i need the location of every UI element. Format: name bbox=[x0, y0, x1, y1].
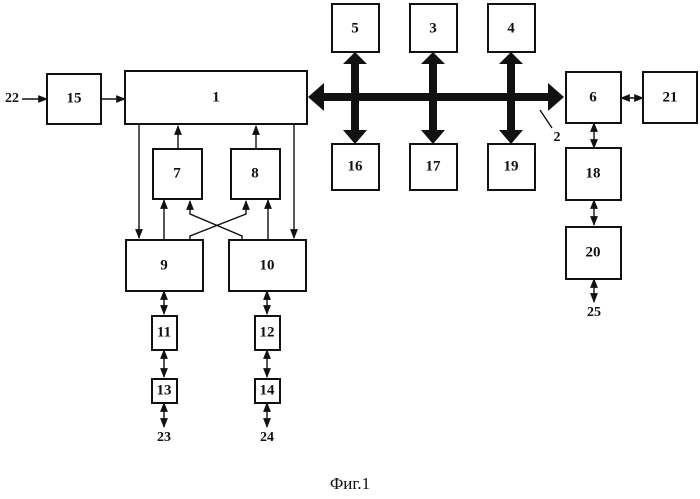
terminal-22: 22 bbox=[5, 91, 19, 106]
block-7-label: 7 bbox=[173, 165, 181, 181]
block-19-label: 19 bbox=[504, 158, 519, 174]
block-17-label: 17 bbox=[426, 158, 442, 174]
block-10-label: 10 bbox=[260, 257, 275, 273]
block-14-label: 14 bbox=[260, 382, 276, 398]
block-18-label: 18 bbox=[586, 165, 601, 181]
terminal-24: 24 bbox=[260, 430, 274, 445]
block-4-label: 4 bbox=[507, 20, 515, 36]
block-6-label: 6 bbox=[589, 89, 597, 105]
block-diagram: 15 1 7 8 9 10 11 12 13 14 5 3 4 16 17 19 bbox=[0, 0, 700, 470]
block-15-label: 15 bbox=[67, 90, 82, 106]
blocks: 15 1 7 8 9 10 11 12 13 14 5 3 4 16 17 19 bbox=[47, 4, 697, 403]
bus-label-leader bbox=[540, 110, 552, 128]
terminal-23: 23 bbox=[157, 430, 171, 445]
block-16-label: 16 bbox=[348, 158, 364, 174]
figure-caption: Фиг.1 bbox=[0, 474, 700, 494]
block-11-label: 11 bbox=[157, 324, 171, 340]
block-8-label: 8 bbox=[251, 165, 259, 181]
block-21-label: 21 bbox=[663, 89, 678, 105]
block-9-label: 9 bbox=[160, 257, 168, 273]
block-3-label: 3 bbox=[429, 20, 437, 36]
block-12-label: 12 bbox=[260, 324, 275, 340]
line-10-to-7 bbox=[190, 201, 242, 240]
system-bus bbox=[308, 52, 564, 144]
block-13-label: 13 bbox=[157, 382, 172, 398]
block-1-label: 1 bbox=[212, 89, 220, 105]
block-20-label: 20 bbox=[586, 244, 601, 260]
bus-label: 2 bbox=[554, 130, 561, 145]
block-5-label: 5 bbox=[351, 20, 359, 36]
terminal-25: 25 bbox=[587, 305, 601, 320]
